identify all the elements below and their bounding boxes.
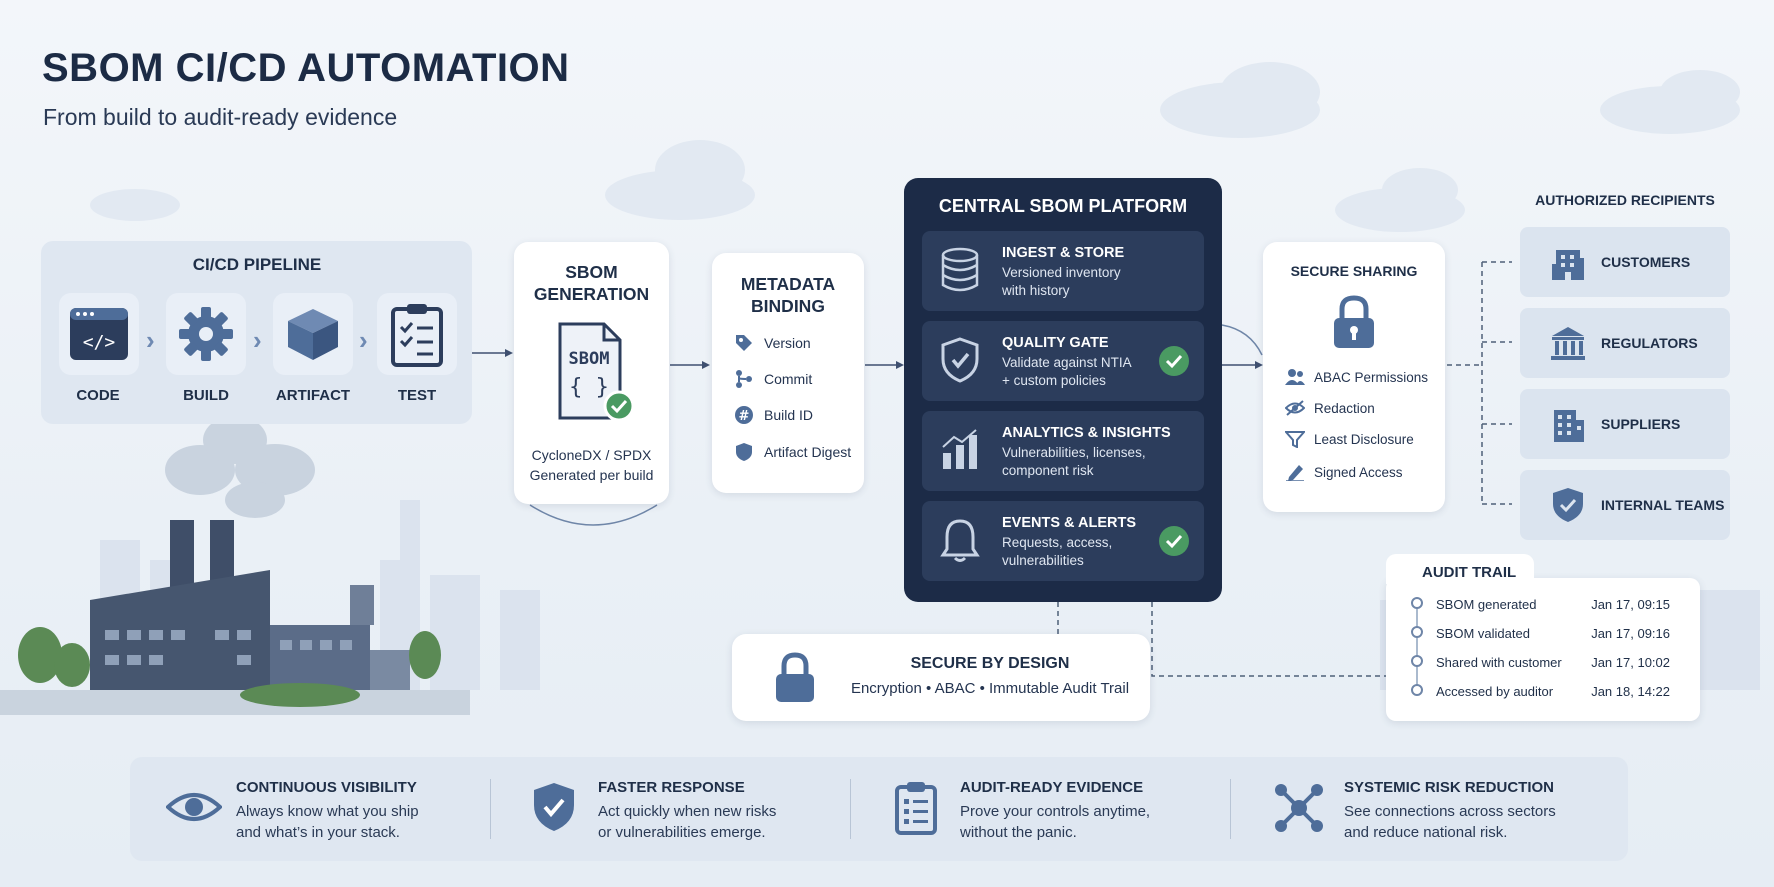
generation-loop-arc [529, 504, 658, 526]
eye-off-icon [1285, 400, 1305, 416]
pipeline-step-test[interactable] [377, 293, 457, 375]
clipboard-checklist-icon [391, 304, 443, 367]
sbom-generation-desc: CycloneDX / SPDX Generated per build [529, 447, 654, 483]
pipeline-label-test: TEST [397, 387, 437, 404]
page-title: SBOM CI/CD AUTOMATION [42, 46, 570, 90]
filter-icon [1285, 431, 1305, 448]
cicd-pipeline-panel: CI/CD PIPELINE </> › › › [41, 241, 472, 424]
benefit-title: AUDIT-READY EVIDENCE [960, 779, 1144, 796]
clouds [90, 62, 1740, 232]
sharing-item-redaction: Redaction [1285, 399, 1375, 417]
secure-by-design-title: SECURE BY DESIGN [910, 655, 1070, 672]
benefit-title: CONTINUOUS VISIBILITY [236, 779, 417, 796]
sharing-item-signed-access: Signed Access [1285, 463, 1403, 481]
audit-trail-title: AUDIT TRAIL [1422, 564, 1517, 581]
gear-icon [179, 307, 233, 361]
platform-title: CENTRAL SBOM PLATFORM [938, 196, 1188, 216]
dashed-connectors [1057, 261, 1512, 677]
metadata-binding-card[interactable]: METADATA BINDING Version Commit # Build … [712, 253, 864, 493]
clipboard-icon [895, 782, 937, 835]
sharing-loop-arc [1221, 324, 1263, 356]
shield-icon [1553, 488, 1583, 522]
recipient-regulators[interactable]: REGULATORS [1520, 308, 1730, 378]
bell-icon [940, 519, 980, 562]
pipeline-label-build: BUILD [183, 387, 229, 404]
check-icon [1159, 526, 1189, 556]
sbom-generation-title: SBOM GENERATION [533, 262, 650, 304]
svg-text:#: # [739, 409, 750, 424]
secure-by-design-desc: Encryption • ABAC • Immutable Audit Trai… [850, 680, 1130, 697]
recipients-title: AUTHORIZED RECIPIENTS [1535, 192, 1715, 208]
lock-icon [1334, 295, 1374, 348]
metadata-item-artifact-digest: Artifact Digest [734, 442, 851, 462]
pipeline-step-build[interactable] [166, 293, 246, 375]
benefit-desc: Prove your controls anytime,without the … [960, 803, 1151, 841]
platform-card-quality-gate[interactable]: QUALITY GATE Validate against NTIA+ cust… [922, 321, 1204, 401]
recipient-suppliers[interactable]: SUPPLIERS [1520, 389, 1730, 459]
factory [0, 520, 470, 715]
page-subtitle: From build to audit-ready evidence [43, 104, 398, 130]
network-icon [1275, 784, 1323, 832]
pipeline-step-code[interactable]: </> [59, 293, 139, 375]
sbom-document-icon: SBOM { } [558, 322, 635, 422]
sbom-generation-card[interactable]: SBOM GENERATION SBOM { } CycloneDX / SPD… [514, 242, 669, 504]
lock-icon [776, 652, 814, 702]
recipient-internal-teams[interactable]: INTERNAL TEAMS [1520, 470, 1730, 540]
sharing-item-abac: ABAC Permissions [1285, 368, 1428, 386]
chevron-right-icon: › [146, 325, 155, 355]
eye-icon [166, 793, 222, 821]
database-icon [941, 247, 979, 292]
sbom-doc-braces: { } [569, 375, 609, 400]
check-icon [1159, 346, 1189, 376]
pen-icon [1286, 465, 1304, 481]
pipeline-label-code: CODE [76, 387, 120, 404]
shield-check-icon [941, 337, 979, 383]
benefit-title: FASTER RESPONSE [598, 779, 745, 796]
hash-icon: # [735, 406, 753, 424]
box-icon [288, 309, 338, 360]
recipient-customers[interactable]: CUSTOMERS [1520, 227, 1730, 297]
pipeline-title: CI/CD PIPELINE [192, 255, 322, 274]
smoke [165, 416, 315, 518]
shield-check-icon [534, 783, 574, 831]
central-sbom-platform: CENTRAL SBOM PLATFORM INGEST & STORE Ver… [904, 178, 1222, 602]
building-icon [1552, 250, 1584, 280]
office-building-icon [1554, 410, 1584, 442]
timeline [1411, 597, 1423, 696]
check-icon [603, 390, 635, 422]
git-commit-icon [736, 370, 752, 388]
metadata-binding-title: METADATA BINDING [740, 274, 836, 316]
benefits-bar: CONTINUOUS VISIBILITY Always know what y… [130, 757, 1628, 861]
pipeline-step-artifact[interactable] [273, 293, 353, 375]
shield-icon [736, 443, 752, 461]
tag-icon [736, 335, 752, 351]
government-icon [1551, 327, 1585, 360]
benefit-title: SYSTEMIC RISK REDUCTION [1344, 779, 1555, 796]
chevron-right-icon: › [359, 325, 368, 355]
secure-sharing-title: SECURE SHARING [1290, 263, 1418, 279]
code-window-icon: </> [70, 308, 128, 360]
sharing-item-least-disclosure: Least Disclosure [1285, 430, 1414, 448]
secure-sharing-card[interactable]: SECURE SHARING ABAC Permissions Redactio… [1263, 242, 1445, 512]
metadata-item-build-id: # Build ID [734, 405, 813, 425]
chevron-right-icon: › [253, 325, 262, 355]
platform-card-events-alerts[interactable]: EVENTS & ALERTS Requests, access,vulnera… [922, 501, 1204, 581]
platform-card-analytics-insights[interactable]: ANALYTICS & INSIGHTS Vulnerabilities, li… [922, 411, 1204, 491]
sbom-doc-label: SBOM [569, 349, 610, 369]
users-icon [1285, 369, 1305, 385]
metadata-item-commit: Commit [734, 369, 812, 389]
pipeline-label-artifact: ARTIFACT [275, 387, 351, 404]
svg-text:</>: </> [83, 332, 116, 353]
bar-chart-icon [942, 429, 977, 469]
flow-arrows [472, 349, 1263, 369]
metadata-item-version: Version [734, 333, 811, 353]
secure-by-design-card[interactable]: SECURE BY DESIGN Encryption • ABAC • Imm… [732, 634, 1150, 721]
